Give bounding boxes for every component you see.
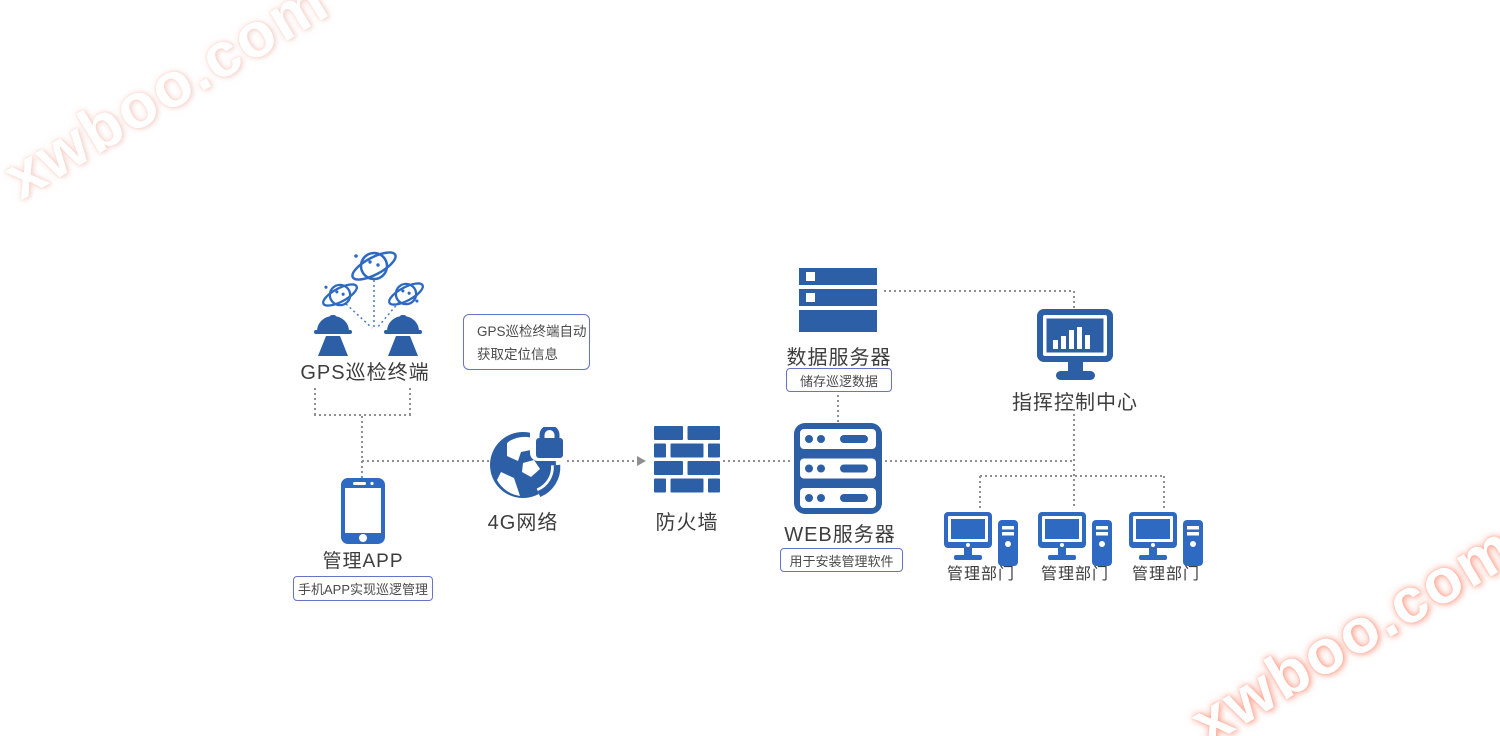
- department-computer-icon: [1129, 512, 1203, 566]
- arrow-right-icon: [637, 456, 646, 466]
- connector-network-to-firewall: [567, 460, 637, 462]
- worker-icon: [314, 315, 352, 356]
- connector-app-to-network: [362, 460, 489, 462]
- connector-department-left: [979, 476, 981, 510]
- firewall-icon: [654, 426, 720, 493]
- management-app-note-box: 手机APP实现巡逻管理: [293, 576, 433, 601]
- satellite-icon: [351, 251, 397, 281]
- satellite-link-lines: [345, 280, 400, 329]
- data-server-note-box: 储存巡逻数据: [786, 368, 892, 392]
- web-server-note-box: 用于安装管理软件: [780, 548, 903, 572]
- web-server-icon: [794, 423, 882, 514]
- gps-terminal-label: GPS巡检终端: [300, 362, 430, 384]
- connector-drop-to-monitor: [1073, 291, 1075, 309]
- gps-note-box: GPS巡检终端自动 获取定位信息: [463, 314, 590, 370]
- connector-web-to-center: [885, 460, 1074, 462]
- satellite-icon: [322, 283, 358, 307]
- connector-dataserver-to-center: [884, 290, 1074, 292]
- connector-gps-right: [409, 388, 411, 416]
- watermark-top-left: xwboo.com: [0, 0, 341, 213]
- data-server-label: 数据服务器: [786, 347, 892, 369]
- connector-center-down: [1073, 409, 1075, 509]
- connector-gps-left: [314, 388, 316, 416]
- firewall-label: 防火墙: [655, 512, 719, 534]
- watermark-bottom-right: xwboo.com: [1178, 511, 1500, 736]
- connector-firewall-to-web: [723, 460, 792, 462]
- department-label: 管理部门: [946, 566, 1015, 583]
- department-label: 管理部门: [1131, 566, 1200, 583]
- department-computer-icon: [1038, 512, 1112, 566]
- command-center-monitor-icon: [1037, 309, 1113, 380]
- connector-gps-to-app: [361, 416, 363, 478]
- network-4g-icon: [490, 427, 569, 500]
- worker-icon: [384, 315, 422, 356]
- phone-icon: [341, 478, 385, 544]
- lock-icon: [536, 427, 563, 458]
- connector-web-to-dataserver: [837, 395, 839, 423]
- connector-gps-bracket: [314, 414, 411, 416]
- connector-department-spread: [980, 475, 1165, 477]
- gps-terminal-cluster-icon: [314, 251, 424, 356]
- network-4g-label: 4G网络: [487, 512, 559, 534]
- data-server-icon: [799, 268, 877, 332]
- management-app-label: 管理APP: [322, 551, 404, 572]
- gps-note-line-1: GPS巡检终端自动: [477, 324, 587, 339]
- department-computer-icon: [944, 512, 1018, 566]
- command-center-label: 指挥控制中心: [1012, 392, 1138, 414]
- department-label: 管理部门: [1040, 566, 1109, 583]
- satellite-icon: [388, 282, 424, 306]
- web-server-label: WEB服务器: [784, 524, 896, 546]
- bar-chart-glyph: [1053, 327, 1090, 349]
- gps-note-line-2: 获取定位信息: [477, 347, 558, 362]
- connector-department-right: [1163, 476, 1165, 510]
